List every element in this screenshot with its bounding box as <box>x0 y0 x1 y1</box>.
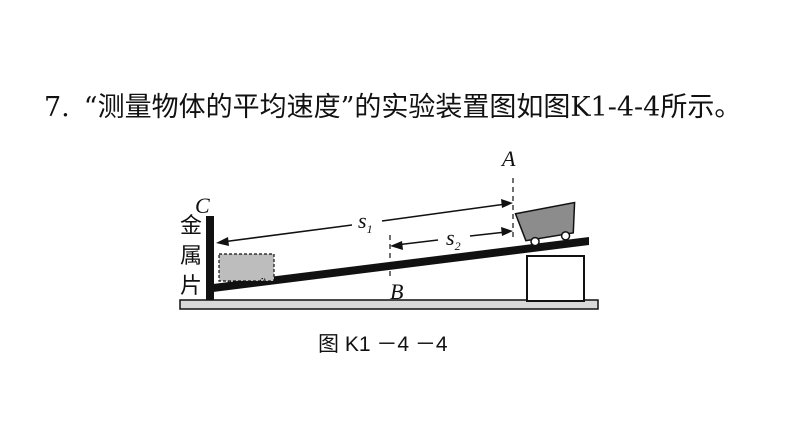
cart-at-top <box>514 201 576 247</box>
cart-at-bottom <box>218 253 275 287</box>
inclined-plane <box>213 237 589 292</box>
base-board <box>179 299 599 310</box>
metal-plate-char-1: 金 <box>180 214 202 239</box>
question-text: 7. “测量物体的平均速度”的实验装置图如图K1-4-4所示。 <box>44 86 764 130</box>
support-block <box>526 255 585 302</box>
question-body: “测量物体的平均速度”的实验装置图如图K1-4-4所示。 <box>83 92 742 123</box>
metal-plate-char-3: 片 <box>180 274 202 299</box>
label-a: A <box>500 146 516 171</box>
figure-caption: 图 K1 －4 －4 <box>318 333 448 356</box>
label-c: C <box>195 193 210 218</box>
label-s2: s2 <box>446 225 461 253</box>
metal-plate-char-2: 属 <box>180 244 202 269</box>
metal-plate <box>206 216 214 300</box>
question-number: 7. <box>44 92 70 123</box>
label-s1: s1 <box>358 208 373 236</box>
label-b: B <box>390 279 403 304</box>
s1-distance-arrow <box>216 199 513 246</box>
s2-distance-arrow <box>390 227 513 250</box>
